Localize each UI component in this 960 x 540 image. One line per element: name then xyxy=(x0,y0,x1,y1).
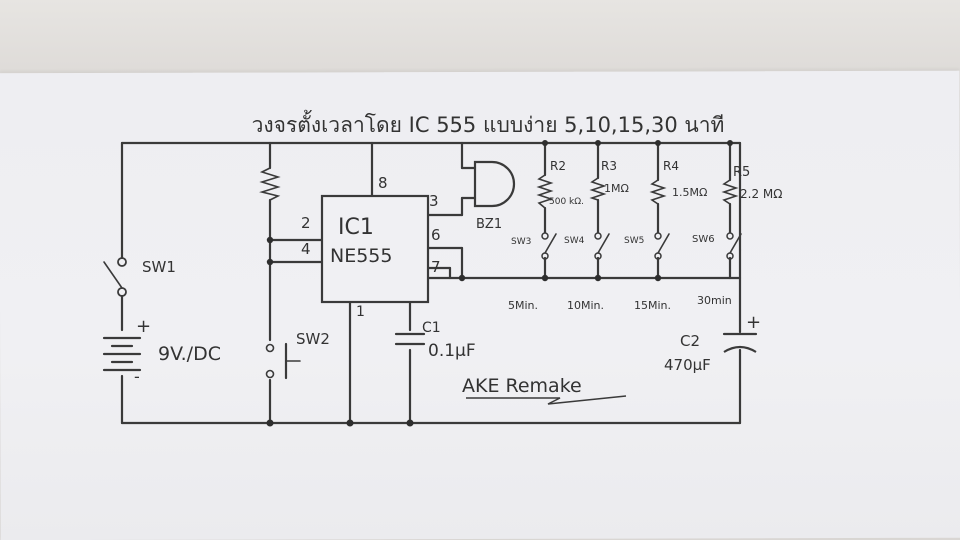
resistor-r4: R4 1.5MΩ xyxy=(649,159,707,205)
sw5-label: SW5 xyxy=(624,236,644,246)
pin-1-label: 1 xyxy=(356,304,365,320)
time-15min: 15Min. xyxy=(634,299,671,312)
pin-4-label: 4 xyxy=(301,240,311,258)
ic-part: NE555 xyxy=(330,245,392,267)
switch-sw4: SW4 xyxy=(564,232,610,260)
capacitor-c2: + C2 470μF xyxy=(664,312,761,374)
time-5min: 5Min. xyxy=(508,299,538,312)
battery-plus: + xyxy=(136,316,151,337)
sw1-label: SW1 xyxy=(142,258,176,276)
ic-ne555: IC1 NE555 8 3 2 4 6 7 1 xyxy=(301,174,441,320)
resistor-r5: R5 2.2 MΩ xyxy=(721,165,782,205)
c1-name: C1 xyxy=(422,320,441,336)
resistor-r2: R2 500 kΩ. xyxy=(536,159,584,209)
c2-value: 470μF xyxy=(664,356,711,374)
r2-name: R2 xyxy=(550,159,566,173)
r4-value: 1.5MΩ xyxy=(672,186,707,199)
r5-name: R5 xyxy=(733,165,750,180)
r3-name: R3 xyxy=(601,159,617,173)
pin-6-label: 6 xyxy=(431,226,441,244)
r4-name: R4 xyxy=(663,159,679,173)
time-10min: 10Min. xyxy=(567,299,604,312)
r3-value: 1MΩ xyxy=(604,182,629,195)
buzzer-label: BZ1 xyxy=(476,217,502,232)
battery-label: 9V./DC xyxy=(158,343,221,365)
signature: AKE Remake xyxy=(462,375,627,405)
time-30min: 30min xyxy=(697,294,732,307)
wires xyxy=(120,141,742,425)
resistor-r3: R3 1MΩ xyxy=(589,159,629,201)
pin-3-label: 3 xyxy=(429,192,439,210)
battery-minus: - xyxy=(134,367,140,386)
pin-8-label: 8 xyxy=(378,174,388,192)
capacitor-c1: C1 0.1μF xyxy=(394,320,476,361)
sw6-label: SW6 xyxy=(692,234,715,245)
r2-value: 500 kΩ. xyxy=(549,197,584,207)
r5-value: 2.2 MΩ xyxy=(740,187,782,201)
signature-text: AKE Remake xyxy=(462,375,582,397)
sw4-label: SW4 xyxy=(564,236,585,246)
junction-dots xyxy=(266,140,733,427)
ic-name: IC1 xyxy=(338,215,374,240)
c2-plus: + xyxy=(746,312,761,333)
battery-symbol: + - 9V./DC xyxy=(102,316,221,386)
c2-name: C2 xyxy=(680,332,700,350)
buzzer-symbol: BZ1 xyxy=(473,160,516,232)
c1-value: 0.1μF xyxy=(428,341,476,361)
time-labels: 5Min. 10Min. 15Min. 30min xyxy=(508,294,732,312)
switch-sw6: SW6 xyxy=(692,232,742,260)
switch-sw2: SW2 xyxy=(265,330,330,380)
pin-7-label: 7 xyxy=(431,258,441,276)
switch-sw5: SW5 xyxy=(624,232,670,260)
resistor-r1 xyxy=(259,167,281,201)
pin-2-label: 2 xyxy=(301,214,311,232)
sw3-label: SW3 xyxy=(511,237,531,247)
switch-sw3: SW3 xyxy=(511,232,557,260)
sw2-label: SW2 xyxy=(296,330,330,348)
switch-sw1: SW1 xyxy=(103,257,176,297)
diagram-title: วงจรตั้งเวลาโดย IC 555 แบบง่าย 5,10,15,3… xyxy=(252,110,725,137)
